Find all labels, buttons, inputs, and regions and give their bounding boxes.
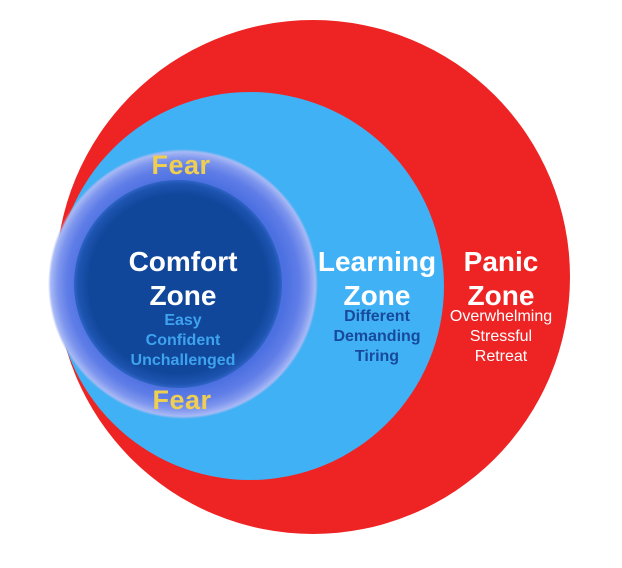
fear-label-top: Fear bbox=[151, 150, 211, 180]
panic-zone-title: Panic Zone bbox=[464, 245, 539, 313]
learning-zone-title: Learning Zone bbox=[318, 245, 436, 313]
comfort-zone-title: Comfort Zone bbox=[129, 245, 238, 313]
learning-zone-descriptor: Different bbox=[344, 308, 410, 325]
comfort-zone-title-line1: Comfort bbox=[128, 246, 238, 277]
fear-label-bottom: Fear bbox=[152, 385, 212, 415]
learning-zone-descriptors: Different Demanding Tiring bbox=[333, 307, 420, 367]
comfort-zone-descriptors: Easy Confident Unchallenged bbox=[131, 311, 236, 371]
learning-zone-title-line1: Learning bbox=[317, 246, 437, 277]
comfort-zone-descriptor: Unchallenged bbox=[130, 352, 236, 369]
comfort-zone-descriptor: Confident bbox=[145, 332, 221, 349]
panic-zone-descriptor: Overwhelming bbox=[449, 308, 553, 325]
comfort-zone-circle bbox=[74, 180, 282, 388]
panic-zone-descriptor: Retreat bbox=[474, 348, 528, 365]
learning-zone-descriptor: Tiring bbox=[354, 348, 400, 365]
learning-zone-descriptor: Demanding bbox=[333, 328, 421, 345]
panic-zone-descriptor: Stressful bbox=[469, 328, 533, 345]
comfort-zone-descriptor: Easy bbox=[164, 312, 202, 329]
panic-zone-title-line1: Panic bbox=[463, 246, 539, 277]
panic-zone-title-line2: Zone bbox=[467, 280, 535, 311]
panic-zone-descriptors: Overwhelming Stressful Retreat bbox=[450, 307, 552, 367]
comfort-zone-title-line2: Zone bbox=[149, 280, 217, 311]
learning-zone-title-line2: Zone bbox=[343, 280, 411, 311]
